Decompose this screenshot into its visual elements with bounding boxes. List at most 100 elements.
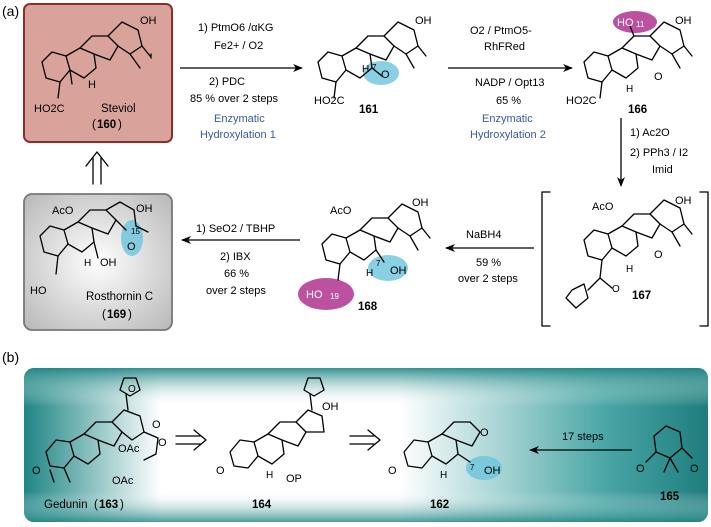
c166-co2h: HO2C xyxy=(566,95,597,107)
c162-c7: 7 xyxy=(470,463,475,472)
gedunin-epoxide-o: OAc xyxy=(118,443,140,455)
c161-number: 161 xyxy=(359,104,379,116)
step2-line4: 65 % xyxy=(496,95,521,107)
step2-line2: RhFRed xyxy=(484,41,525,53)
c164-op: OP xyxy=(286,473,302,485)
steviol-oh: OH xyxy=(140,15,157,27)
c169-aco: AcO xyxy=(52,205,74,217)
c161-o: O xyxy=(381,69,390,81)
gedunin-ketone-o: O xyxy=(32,465,41,477)
gedunin-oac: OAc xyxy=(112,475,134,487)
compound-162: O O H 7 OH 162 xyxy=(388,421,502,511)
c169-h: H xyxy=(84,258,91,269)
c165-number: 165 xyxy=(660,491,680,503)
steviol-name: Steviol xyxy=(101,103,136,115)
steviol-number-close: ) xyxy=(118,119,122,131)
c168-number: 168 xyxy=(358,301,378,313)
skeleton-167 xyxy=(565,199,693,309)
c166-h: H xyxy=(626,84,633,95)
step-17: 17 steps xyxy=(562,431,604,443)
rosthornin-paren-close: ) xyxy=(128,309,132,321)
c167-o: O xyxy=(654,249,663,261)
compound-165: O O 165 xyxy=(636,425,699,503)
rosthornin-name: Rosthornin C xyxy=(86,291,153,303)
step5-line1: 1) SeO2 / TBHP xyxy=(196,223,275,235)
compound-161: OH HO2C H 7 O 161 xyxy=(314,15,432,116)
skeleton-166 xyxy=(583,21,693,99)
skeleton-162 xyxy=(403,421,481,469)
step1-line1: 1) PtmO6 /αKG xyxy=(198,22,273,34)
gedunin-paren-close: ) xyxy=(120,499,124,511)
c168-oh: OH xyxy=(390,265,407,277)
c162-h: H xyxy=(440,470,447,481)
gedunin-carbonyl-o: O xyxy=(158,437,167,449)
c161-oh: OH xyxy=(415,15,432,27)
step5-line4: over 2 steps xyxy=(206,285,266,297)
steviol-structure: OH HO2C H Steviol ( 160 ) xyxy=(23,3,173,143)
c164-h: H xyxy=(266,470,273,481)
c168-aco: AcO xyxy=(330,205,352,217)
step2-enzymatic: Enzymatic xyxy=(482,113,533,125)
step5-line2: 2) IBX xyxy=(220,251,251,263)
c165-o-left: O xyxy=(636,463,645,475)
gedunin-number: 163 xyxy=(99,499,118,511)
c169-c15: 15 xyxy=(131,227,140,236)
compound-168: AcO OH H 7 OH HO 19 168 xyxy=(298,197,431,313)
skeleton-161 xyxy=(317,21,427,99)
gedunin-furan-o: O xyxy=(128,384,136,395)
panel-b-vertical-shade xyxy=(24,368,708,522)
step2-hydroxylation: Hydroxylation 2 xyxy=(470,129,546,141)
panel-a-label: (a) xyxy=(2,3,19,19)
rosthornin-paren-open: ( xyxy=(102,309,106,321)
c166-ho: HO xyxy=(617,17,634,29)
c162-oh: OH xyxy=(484,465,501,477)
c164-oh: OH xyxy=(322,401,339,413)
steviol-number: 160 xyxy=(97,119,116,131)
gedunin-lactone-o: O xyxy=(152,419,161,431)
skeleton-164 xyxy=(229,377,325,469)
highlight-168-c7 xyxy=(368,255,408,281)
c169-oh-top: OH xyxy=(136,203,153,215)
c169-o: O xyxy=(127,241,136,253)
step1-hydroxylation: Hydroxylation 1 xyxy=(200,129,276,141)
retro-arrow-b2 xyxy=(349,429,381,451)
steviol-number-open: ( xyxy=(92,119,96,131)
step1-line4: 85 % over 2 steps xyxy=(190,93,279,105)
c165-o-right: O xyxy=(690,463,699,475)
c166-o: O xyxy=(654,71,663,83)
highlight-162-c7 xyxy=(466,456,502,480)
step2-line1: O2 / PtmO5- xyxy=(470,25,532,37)
bracket-right-167 xyxy=(699,191,709,327)
steviol-h: H xyxy=(88,79,96,91)
compound-164: OH O H OP 164 xyxy=(216,377,339,511)
gedunin-name: Gedunin xyxy=(44,499,87,511)
step1-line3: 2) PDC xyxy=(209,76,245,88)
step4-reagent: NaBH4 xyxy=(466,229,501,241)
c168-c7: 7 xyxy=(376,259,381,268)
rosthornin-number: 169 xyxy=(107,309,126,321)
skeleton-163 xyxy=(45,377,159,483)
retro-arrow-up xyxy=(85,151,109,185)
c167-oh: OH xyxy=(675,195,692,207)
c167-aco: AcO xyxy=(592,201,614,213)
c162-number: 162 xyxy=(430,499,449,511)
step4-yield: 59 % xyxy=(476,257,501,269)
compound-166: HO 11 OH HO2C H O 166 xyxy=(566,11,693,116)
c162-o: O xyxy=(388,465,397,477)
c166-number: 166 xyxy=(628,104,647,116)
highlight-166-c11 xyxy=(613,11,657,33)
skeleton-168 xyxy=(321,203,431,281)
steviol-skeleton xyxy=(41,21,152,99)
c167-o-amide: O xyxy=(612,284,620,295)
step3-line1: 1) Ac2O xyxy=(630,127,670,139)
c168-c19: 19 xyxy=(330,292,339,301)
rosthornin-c-structure: AcO OH 15 O H OH HO Rosthornin C ( 169 ) xyxy=(23,193,173,331)
c169-ho: HO xyxy=(30,285,47,297)
skeleton-169 xyxy=(39,201,149,275)
c161-h: H xyxy=(362,64,369,75)
step4-over: over 2 steps xyxy=(458,273,518,285)
c162-o-top: O xyxy=(480,427,489,439)
highlight-168-c19 xyxy=(298,278,354,310)
c168-ho: HO xyxy=(306,289,323,301)
